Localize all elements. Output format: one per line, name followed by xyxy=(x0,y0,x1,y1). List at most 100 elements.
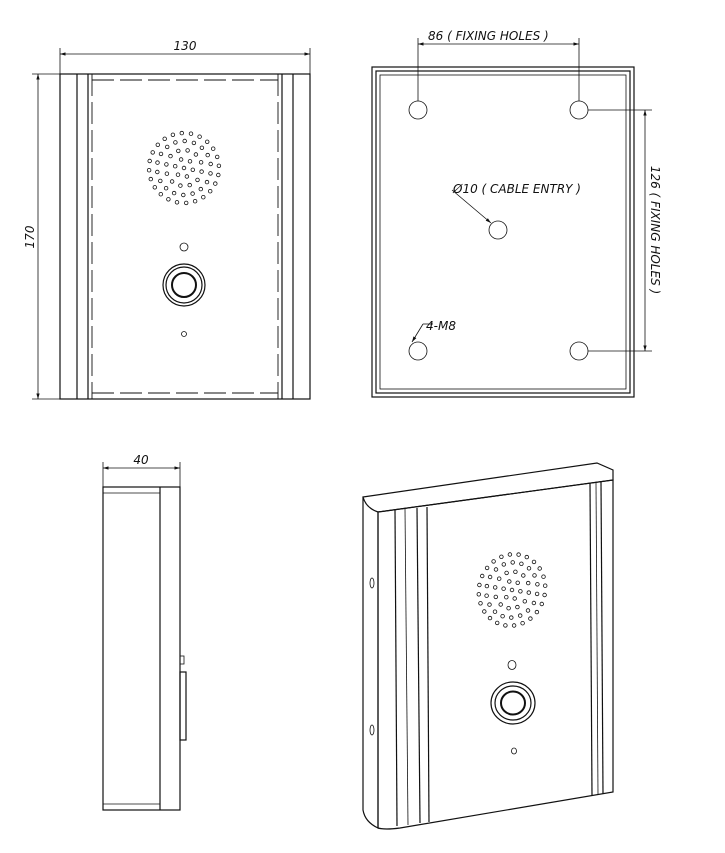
grille-hole xyxy=(493,585,498,590)
grille-hole xyxy=(170,132,176,137)
grille-hole xyxy=(506,606,511,611)
grille-hole xyxy=(498,602,503,607)
fixing-hole-top-left xyxy=(408,100,428,120)
grille-hole xyxy=(532,573,537,578)
grille-hole xyxy=(155,169,160,175)
grille-hole xyxy=(205,152,210,158)
grille-hole xyxy=(513,569,518,574)
side-led-protrusion xyxy=(179,655,185,665)
grille-hole xyxy=(174,200,180,205)
grille-hole xyxy=(484,593,489,598)
grille-hole xyxy=(497,576,502,581)
grille-hole xyxy=(199,169,204,174)
led-indicator xyxy=(179,242,189,252)
grille-hole xyxy=(487,602,492,607)
cable-entry-hole xyxy=(488,220,508,240)
grille-hole xyxy=(204,179,210,185)
grille-hole xyxy=(171,190,177,196)
grille-hole xyxy=(188,131,194,136)
grille-hole xyxy=(511,623,517,628)
grille-hole xyxy=(526,590,531,595)
grille-hole xyxy=(182,138,187,144)
width-dimension: 130 xyxy=(59,39,311,74)
grille-hole xyxy=(181,165,187,171)
iso-front-face xyxy=(377,479,614,830)
side-view: 40 xyxy=(102,453,187,811)
grille-hole xyxy=(491,559,496,564)
grille-hole xyxy=(152,185,157,190)
call-button xyxy=(162,263,206,307)
grille-hole xyxy=(181,192,186,198)
grille-hole xyxy=(172,163,178,169)
grille-hole xyxy=(512,596,517,601)
iso-side-face xyxy=(362,497,379,829)
grille-hole xyxy=(185,148,190,153)
back-outer-outline xyxy=(371,66,635,398)
grille-hole xyxy=(198,160,204,165)
grille-hole xyxy=(148,176,153,182)
grille-hole xyxy=(493,594,498,600)
grille-hole xyxy=(175,172,181,177)
grille-hole xyxy=(190,167,195,172)
grille-hole xyxy=(515,604,520,610)
grille-hole xyxy=(487,615,493,621)
grille-hole xyxy=(478,601,483,606)
grille-hole xyxy=(158,191,163,197)
grille-hole xyxy=(526,566,532,571)
grille-hole xyxy=(542,592,547,598)
grille-hole xyxy=(495,620,500,626)
screw-spec-label: 4-M8 xyxy=(426,319,456,333)
front-body-outline xyxy=(59,73,311,400)
back-view: 86 ( FIXING HOLES ) 126 ( FIXING HOLES )… xyxy=(371,29,662,398)
grille-hole xyxy=(480,573,485,579)
grille-hole xyxy=(522,599,527,604)
grille-hole xyxy=(535,582,540,587)
grille-hole xyxy=(534,591,540,597)
grille-hole xyxy=(192,198,198,204)
side-body-outline xyxy=(102,486,181,811)
grille-hole xyxy=(534,609,540,615)
grille-hole xyxy=(213,181,218,186)
grille-hole xyxy=(525,608,531,613)
grille-hole xyxy=(524,554,529,560)
iso-side-hole-upper xyxy=(369,577,375,589)
height-dimension: 170 xyxy=(23,73,60,400)
speaker-grille xyxy=(146,130,222,206)
grille-hole xyxy=(198,186,203,192)
grille-hole xyxy=(501,586,506,591)
grille-hole xyxy=(507,579,512,584)
grille-hole xyxy=(537,566,542,571)
fixing-holes-height-label: 126 ( FIXING HOLES ) xyxy=(648,166,662,294)
grille-hole xyxy=(484,583,490,589)
cable-entry-label: Ø10 ( CABLE ENTRY ) xyxy=(452,182,581,196)
grille-hole xyxy=(176,148,181,154)
grille-hole xyxy=(543,583,548,588)
grille-hole xyxy=(146,167,152,173)
side-button-protrusion xyxy=(179,671,187,741)
grille-hole xyxy=(518,613,523,618)
grille-hole xyxy=(164,171,170,176)
grille-hole xyxy=(477,582,482,588)
grille-hole xyxy=(168,153,173,159)
grille-hole xyxy=(184,174,190,179)
grille-hole xyxy=(503,623,508,628)
grille-hole xyxy=(504,570,509,576)
grille-hole xyxy=(531,559,537,565)
isometric-view xyxy=(362,462,614,830)
screw-spec-callout: 4-M8 xyxy=(411,319,456,343)
front-view: 130 170 xyxy=(23,39,311,400)
iso-side-hole-lower xyxy=(369,724,375,736)
cable-entry-callout: Ø10 ( CABLE ENTRY ) xyxy=(451,182,581,224)
grille-hole xyxy=(158,178,163,184)
grille-hole xyxy=(507,552,513,557)
grille-hole xyxy=(169,179,175,184)
grille-hole xyxy=(164,162,169,167)
grille-hole xyxy=(163,185,169,191)
height-dimension-label: 170 xyxy=(23,225,37,248)
grille-hole xyxy=(158,151,164,157)
fixing-holes-height-dimension: 126 ( FIXING HOLES ) xyxy=(588,109,662,352)
grille-hole xyxy=(487,574,493,580)
grille-hole xyxy=(476,592,481,597)
grille-hole xyxy=(499,554,504,559)
